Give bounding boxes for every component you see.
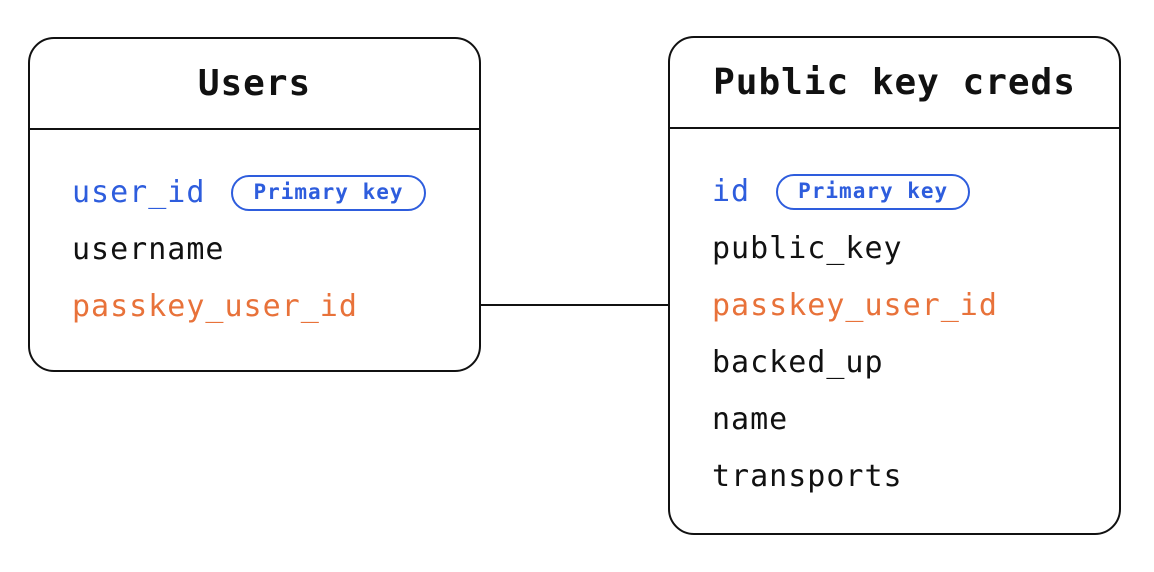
field-name: name xyxy=(712,402,789,437)
field-row-backed-up: backed_up xyxy=(712,334,1099,391)
field-user-id: user_id xyxy=(72,175,206,210)
table-users-fields: user_id Primary key username passkey_use… xyxy=(30,130,479,335)
field-backed-up: backed_up xyxy=(712,345,884,380)
table-public-key-creds-fields: id Primary key public_key passkey_user_i… xyxy=(670,129,1119,505)
field-row-passkey-user-id: passkey_user_id xyxy=(72,278,459,335)
field-row-passkey-user-id: passkey_user_id xyxy=(712,277,1099,334)
field-transports: transports xyxy=(712,459,903,494)
field-row-name: name xyxy=(712,391,1099,448)
field-public-key: public_key xyxy=(712,231,903,266)
primary-key-badge: Primary key xyxy=(231,174,426,211)
field-id: id xyxy=(712,174,751,209)
table-users-title: Users xyxy=(30,39,479,130)
relationship-connector-line xyxy=(479,304,670,306)
field-row-username: username xyxy=(72,221,459,278)
field-passkey-user-id: passkey_user_id xyxy=(72,289,358,324)
field-passkey-user-id: passkey_user_id xyxy=(712,288,998,323)
primary-key-badge: Primary key xyxy=(776,173,971,210)
table-public-key-creds: Public key creds id Primary key public_k… xyxy=(668,36,1121,535)
field-row-id: id Primary key xyxy=(712,163,1099,220)
field-row-user-id: user_id Primary key xyxy=(72,164,459,221)
field-username: username xyxy=(72,232,225,267)
field-row-transports: transports xyxy=(712,448,1099,505)
field-row-public-key: public_key xyxy=(712,220,1099,277)
table-public-key-creds-title: Public key creds xyxy=(670,38,1119,129)
table-users: Users user_id Primary key username passk… xyxy=(28,37,481,372)
